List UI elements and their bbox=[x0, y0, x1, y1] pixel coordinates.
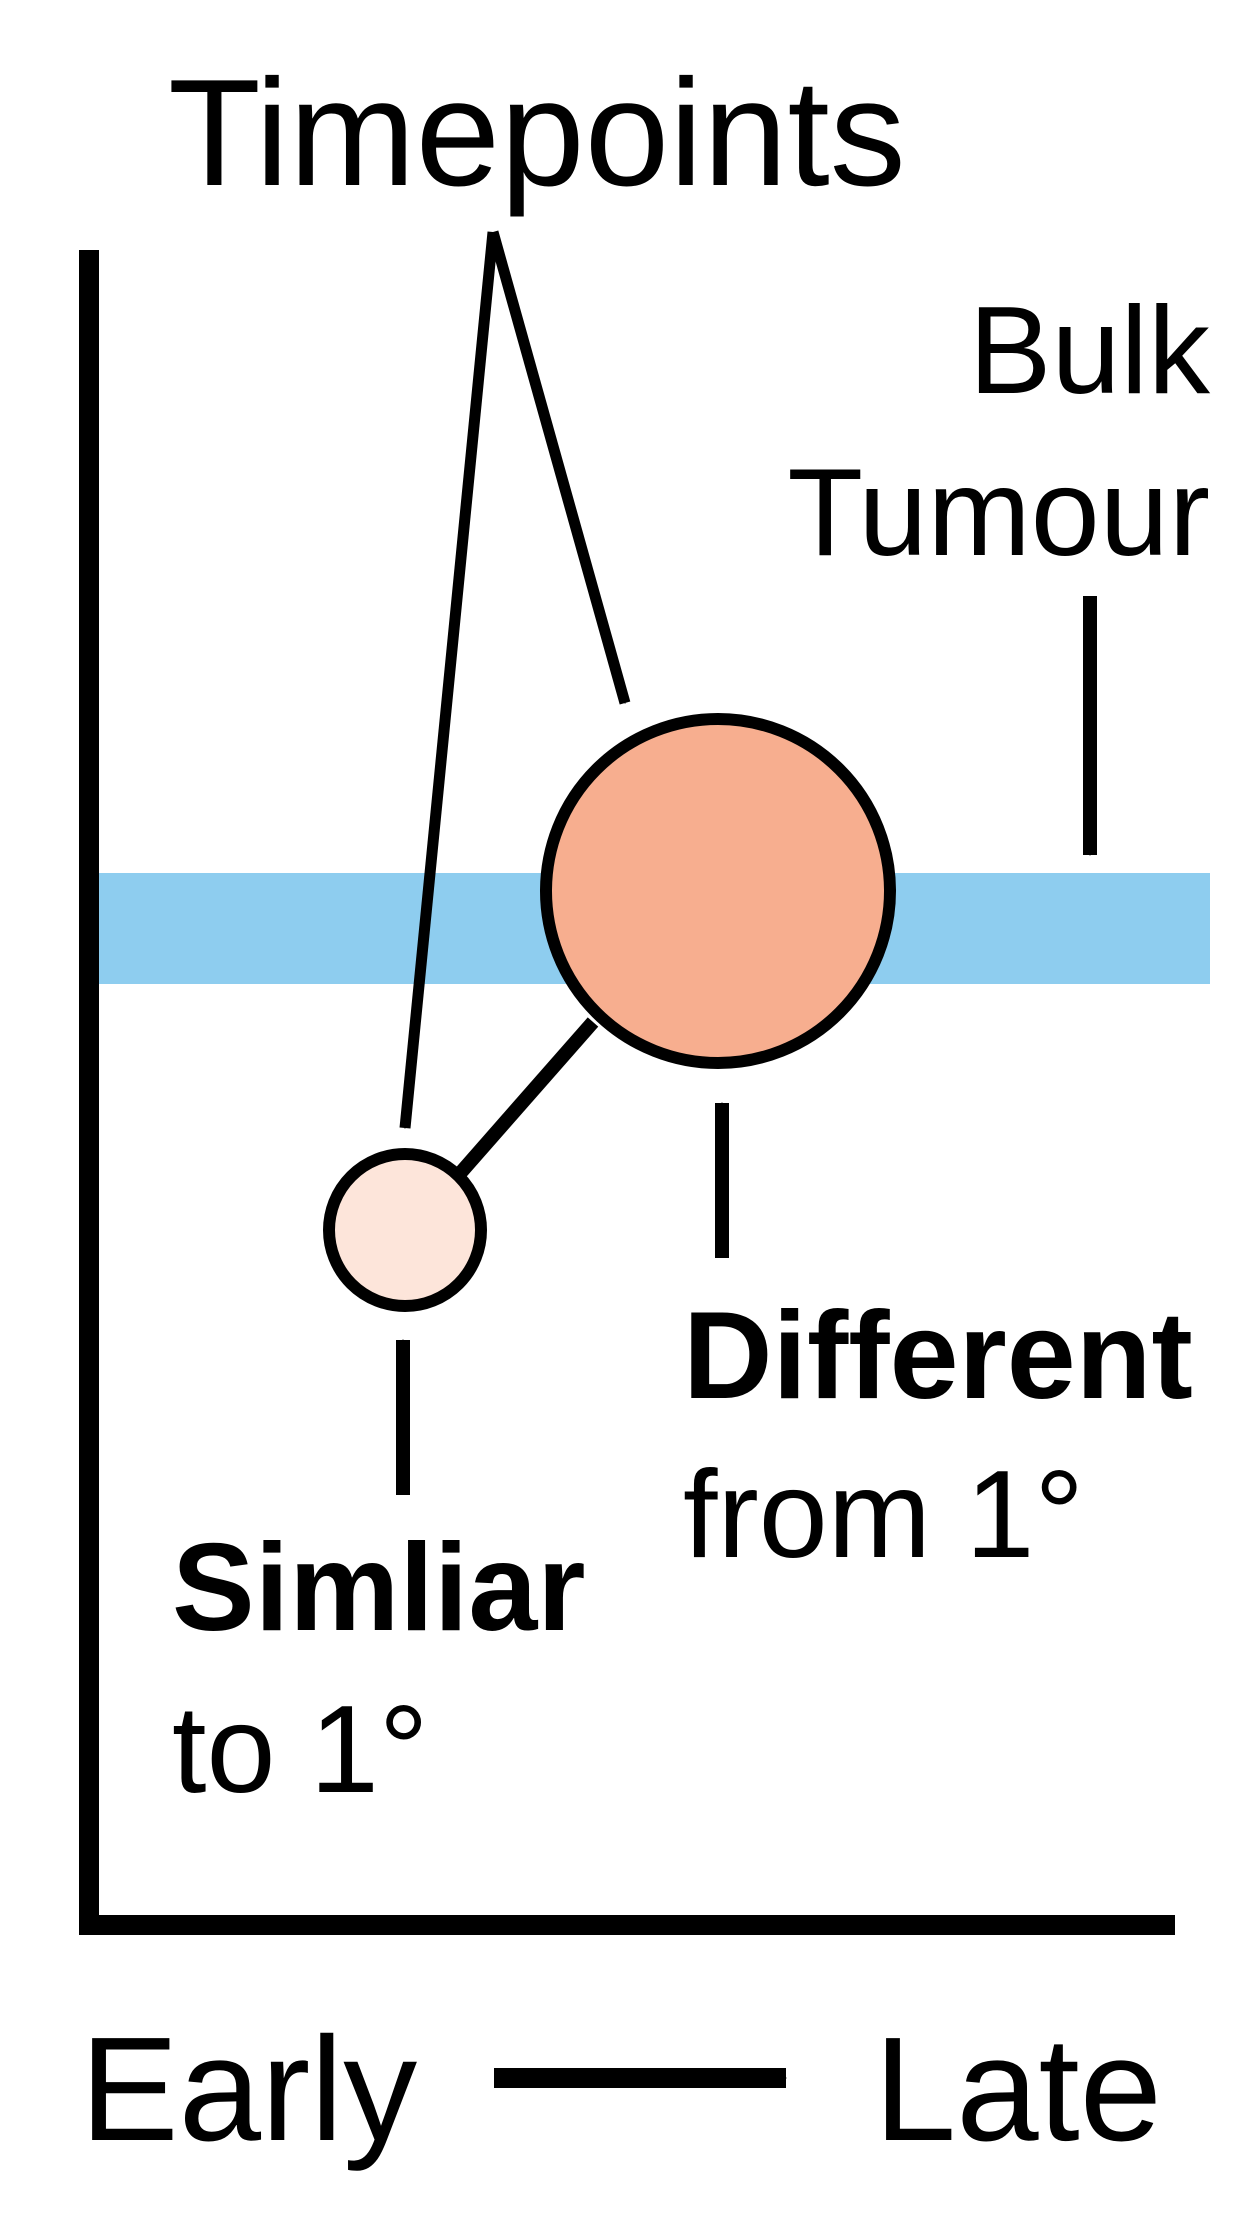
early-timepoint-circle bbox=[323, 1148, 487, 1312]
different-label-rest: from 1° bbox=[683, 1446, 1084, 1584]
x-axis-end-label: Late bbox=[874, 2007, 1162, 2172]
bulk-tumour-label-line2: Tumour bbox=[787, 444, 1210, 582]
timepoints-title: Timepoints bbox=[168, 48, 906, 218]
x-axis-start-label: Early bbox=[80, 2007, 417, 2172]
timepoints-arrow-to-late bbox=[487, 230, 631, 705]
different-label-bold: Different bbox=[683, 1287, 1193, 1425]
similar-label-rest: to 1° bbox=[172, 1681, 428, 1819]
timepoint-connector bbox=[450, 1017, 599, 1183]
similar-label-bold: Simliar bbox=[172, 1519, 586, 1657]
late-timepoint-circle bbox=[540, 713, 896, 1069]
bulk-tumour-label-line1: Bulk bbox=[969, 282, 1211, 420]
timepoints-arrow-to-early bbox=[399, 231, 499, 1129]
